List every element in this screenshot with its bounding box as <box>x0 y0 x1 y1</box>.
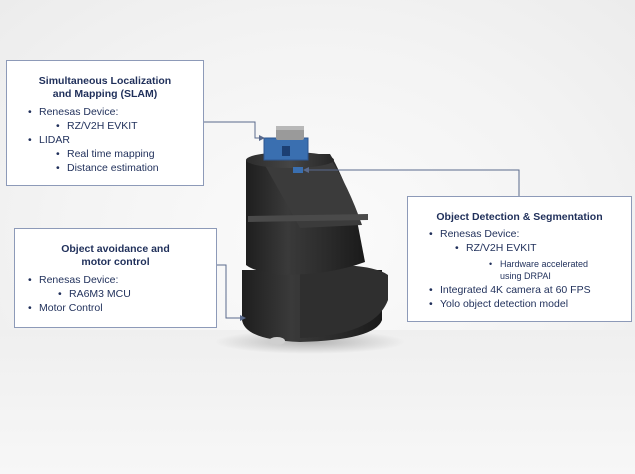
slam-title-line1: Simultaneous Localization <box>38 75 172 87</box>
robot-wheel <box>269 337 285 345</box>
slam-item: Real time mapping <box>56 147 195 161</box>
detection-item: Renesas Device: <box>429 227 623 241</box>
avoidance-item: RA6M3 MCU <box>58 287 208 301</box>
detection-item: RZ/V2H EVKIT <box>455 241 623 255</box>
slam-connector <box>204 121 265 141</box>
detection-item: Integrated 4K camera at 60 FPS <box>429 283 623 297</box>
slam-title-line2: and Mapping (SLAM) <box>52 88 158 100</box>
robot-shelf <box>248 214 368 222</box>
avoidance-title-line1: Object avoidance and <box>61 243 170 255</box>
slam-box: Simultaneous Localization and Mapping (S… <box>6 60 204 186</box>
detection-item: Yolo object detection model <box>429 297 623 311</box>
floor <box>0 330 635 474</box>
slam-item: Distance estimation <box>56 161 195 175</box>
avoidance-title-line2: motor control <box>81 256 150 268</box>
detection-connector <box>303 167 520 196</box>
slam-title: Simultaneous Localization and Mapping (S… <box>15 75 195 101</box>
detection-box: Object Detection & Segmentation Renesas … <box>407 196 632 322</box>
slam-item: Renesas Device: <box>28 105 195 119</box>
avoidance-item: Renesas Device: <box>28 273 208 287</box>
avoidance-item: Motor Control <box>28 301 208 315</box>
avoidance-box: Object avoidance and motor control Renes… <box>14 228 217 328</box>
detection-item: Hardware accelerated <box>489 257 623 271</box>
avoidance-title: Object avoidance and motor control <box>23 243 208 269</box>
avoidance-connector <box>217 264 246 321</box>
slam-item: RZ/V2H EVKIT <box>56 119 195 133</box>
detection-item: using DRPAI <box>500 271 551 281</box>
detection-title: Object Detection & Segmentation <box>436 211 603 223</box>
slam-item: LIDAR <box>28 133 195 147</box>
